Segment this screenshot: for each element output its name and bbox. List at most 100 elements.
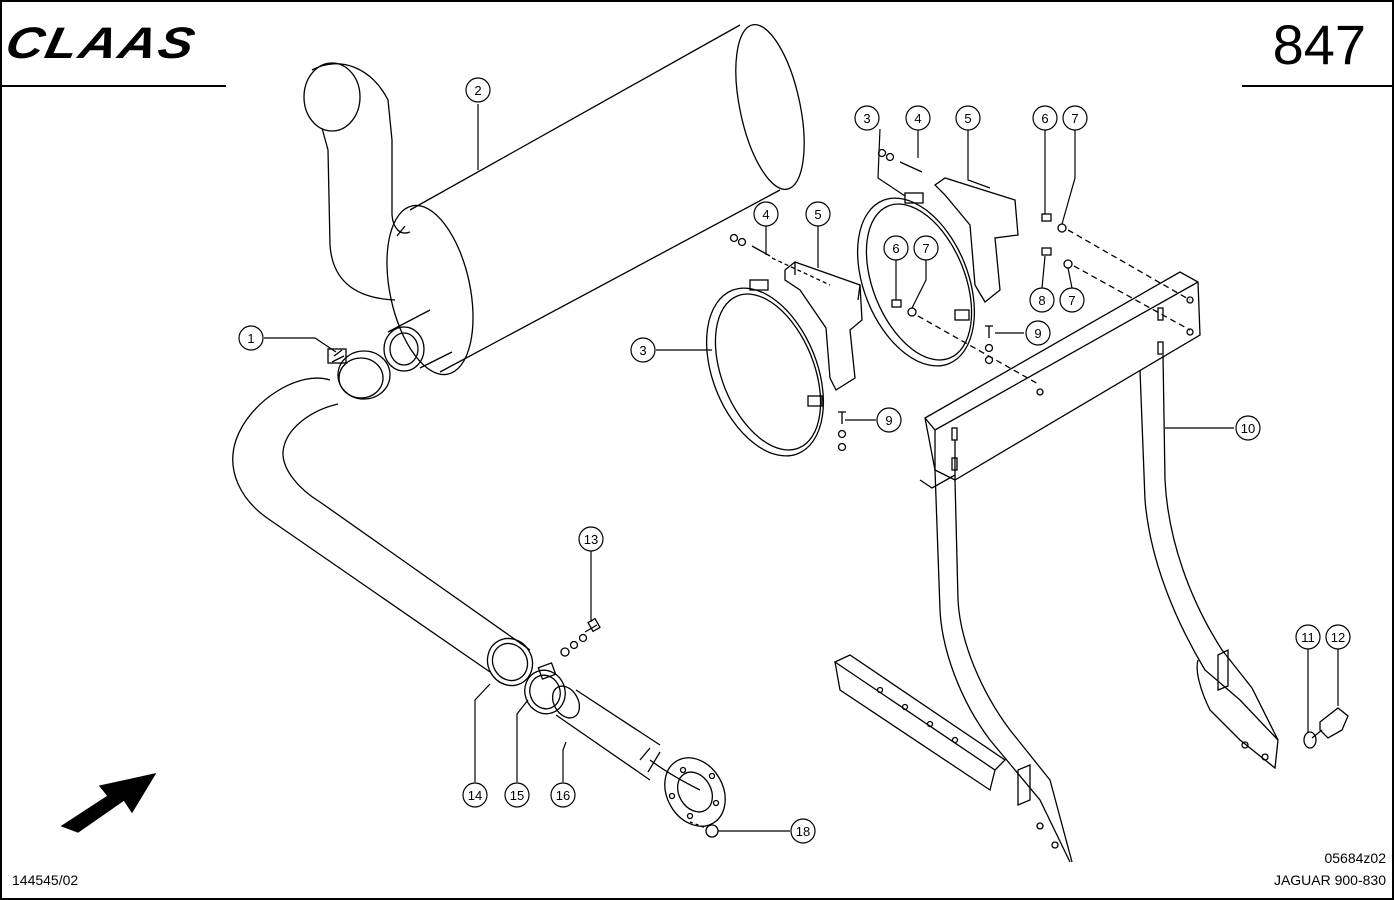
hardware-9-left	[837, 411, 847, 452]
callout-circle	[504, 782, 530, 808]
callout-circle	[913, 235, 939, 261]
callout-c1: 1	[238, 325, 264, 351]
callout-circle	[1025, 320, 1051, 346]
callout-circle	[238, 325, 264, 351]
drawing-id: 05684z02	[1324, 850, 1386, 866]
callout-c5a: 5	[955, 105, 981, 131]
callout-c4b: 4	[753, 201, 779, 227]
callout-label: 5	[814, 207, 821, 222]
callout-c6b: 6	[883, 235, 909, 261]
callout-c12: 12	[1325, 624, 1351, 650]
callout-label: 10	[1241, 421, 1255, 436]
callout-label: 5	[964, 111, 971, 126]
page-number: 847	[1272, 13, 1366, 76]
hardware-6-7-8-right	[1041, 213, 1191, 331]
callout-label: 6	[892, 241, 899, 256]
callout-circle	[1235, 415, 1261, 441]
callout-circle	[955, 105, 981, 131]
callout-c4a: 4	[905, 105, 931, 131]
callout-circle	[905, 105, 931, 131]
hardware-4-left	[729, 233, 831, 286]
callout-label: 14	[468, 788, 482, 803]
callout-circle	[550, 782, 576, 808]
callout-label: 2	[474, 83, 481, 98]
callout-label: 18	[796, 824, 810, 839]
callout-label: 15	[510, 788, 524, 803]
callout-label: 13	[584, 532, 598, 547]
callout-circle	[1295, 624, 1321, 650]
callout-label: 4	[914, 111, 921, 126]
callout-label: 3	[863, 111, 870, 126]
strap-3-right	[856, 192, 976, 367]
callout-label: 1	[247, 331, 254, 346]
callout-circle	[462, 782, 488, 808]
callout-label: 11	[1301, 630, 1315, 645]
callout-c18: 18	[790, 818, 816, 844]
bolt-12	[1311, 707, 1349, 739]
washer-11	[1303, 731, 1317, 749]
header-rule-right	[1242, 85, 1394, 87]
callout-circle	[753, 201, 779, 227]
callout-c3a: 3	[854, 105, 880, 131]
callout-c16: 16	[550, 782, 576, 808]
callout-leaders	[264, 104, 1339, 832]
callout-label: 9	[885, 413, 892, 428]
callout-label: 8	[1038, 293, 1045, 308]
nut-18	[689, 821, 719, 838]
callout-c11: 11	[1295, 624, 1321, 650]
model-name: JAGUAR 900-830	[1273, 872, 1386, 888]
callout-label: 7	[1071, 111, 1078, 126]
callout-circle	[790, 818, 816, 844]
callout-c10: 10	[1235, 415, 1261, 441]
bolt-set-13	[560, 617, 601, 657]
callout-circle	[883, 235, 909, 261]
callout-label: 3	[639, 343, 646, 358]
bracket-5-right	[933, 177, 1019, 303]
callout-circle	[1032, 105, 1058, 131]
callout-circle	[1059, 287, 1085, 313]
callout-circle	[1062, 105, 1088, 131]
header-rule-left	[0, 85, 226, 87]
bracket-5-left	[784, 261, 863, 391]
callout-circle	[1325, 624, 1351, 650]
callout-c7b: 7	[913, 235, 939, 261]
callout-c15: 15	[504, 782, 530, 808]
callout-label: 9	[1034, 326, 1041, 341]
callout-c9b: 9	[876, 407, 902, 433]
clamp-1	[327, 348, 391, 400]
callout-c7a: 7	[1062, 105, 1088, 131]
callout-c8: 8	[1029, 287, 1055, 313]
callout-c9a: 9	[1025, 320, 1051, 346]
callout-c5b: 5	[805, 201, 831, 227]
exhaust-pipe-14	[232, 377, 534, 687]
callout-label: 12	[1331, 630, 1345, 645]
callout-circle	[630, 337, 656, 363]
callout-c14: 14	[462, 782, 488, 808]
hardware-4-right	[877, 148, 923, 173]
callout-c3b: 3	[630, 337, 656, 363]
callout-label: 6	[1041, 111, 1048, 126]
callout-circle	[1029, 287, 1055, 313]
forward-arrow-icon	[60, 773, 157, 833]
hardware-9-right	[984, 325, 994, 365]
callout-label: 7	[922, 241, 929, 256]
support-frame-10	[833, 271, 1279, 863]
callout-c6a: 6	[1032, 105, 1058, 131]
callout-circle	[578, 526, 604, 552]
callout-circle	[465, 77, 491, 103]
strap-3-left	[705, 279, 825, 457]
callout-circle	[854, 105, 880, 131]
callout-c13: 13	[578, 526, 604, 552]
tail-pipe-16	[551, 685, 726, 827]
callout-circle	[876, 407, 902, 433]
muffler	[303, 23, 805, 376]
callout-label: 4	[762, 207, 769, 222]
callout-label: 7	[1068, 293, 1075, 308]
callout-circle	[805, 201, 831, 227]
callout-c7c: 7	[1059, 287, 1085, 313]
callout-label: 16	[556, 788, 570, 803]
